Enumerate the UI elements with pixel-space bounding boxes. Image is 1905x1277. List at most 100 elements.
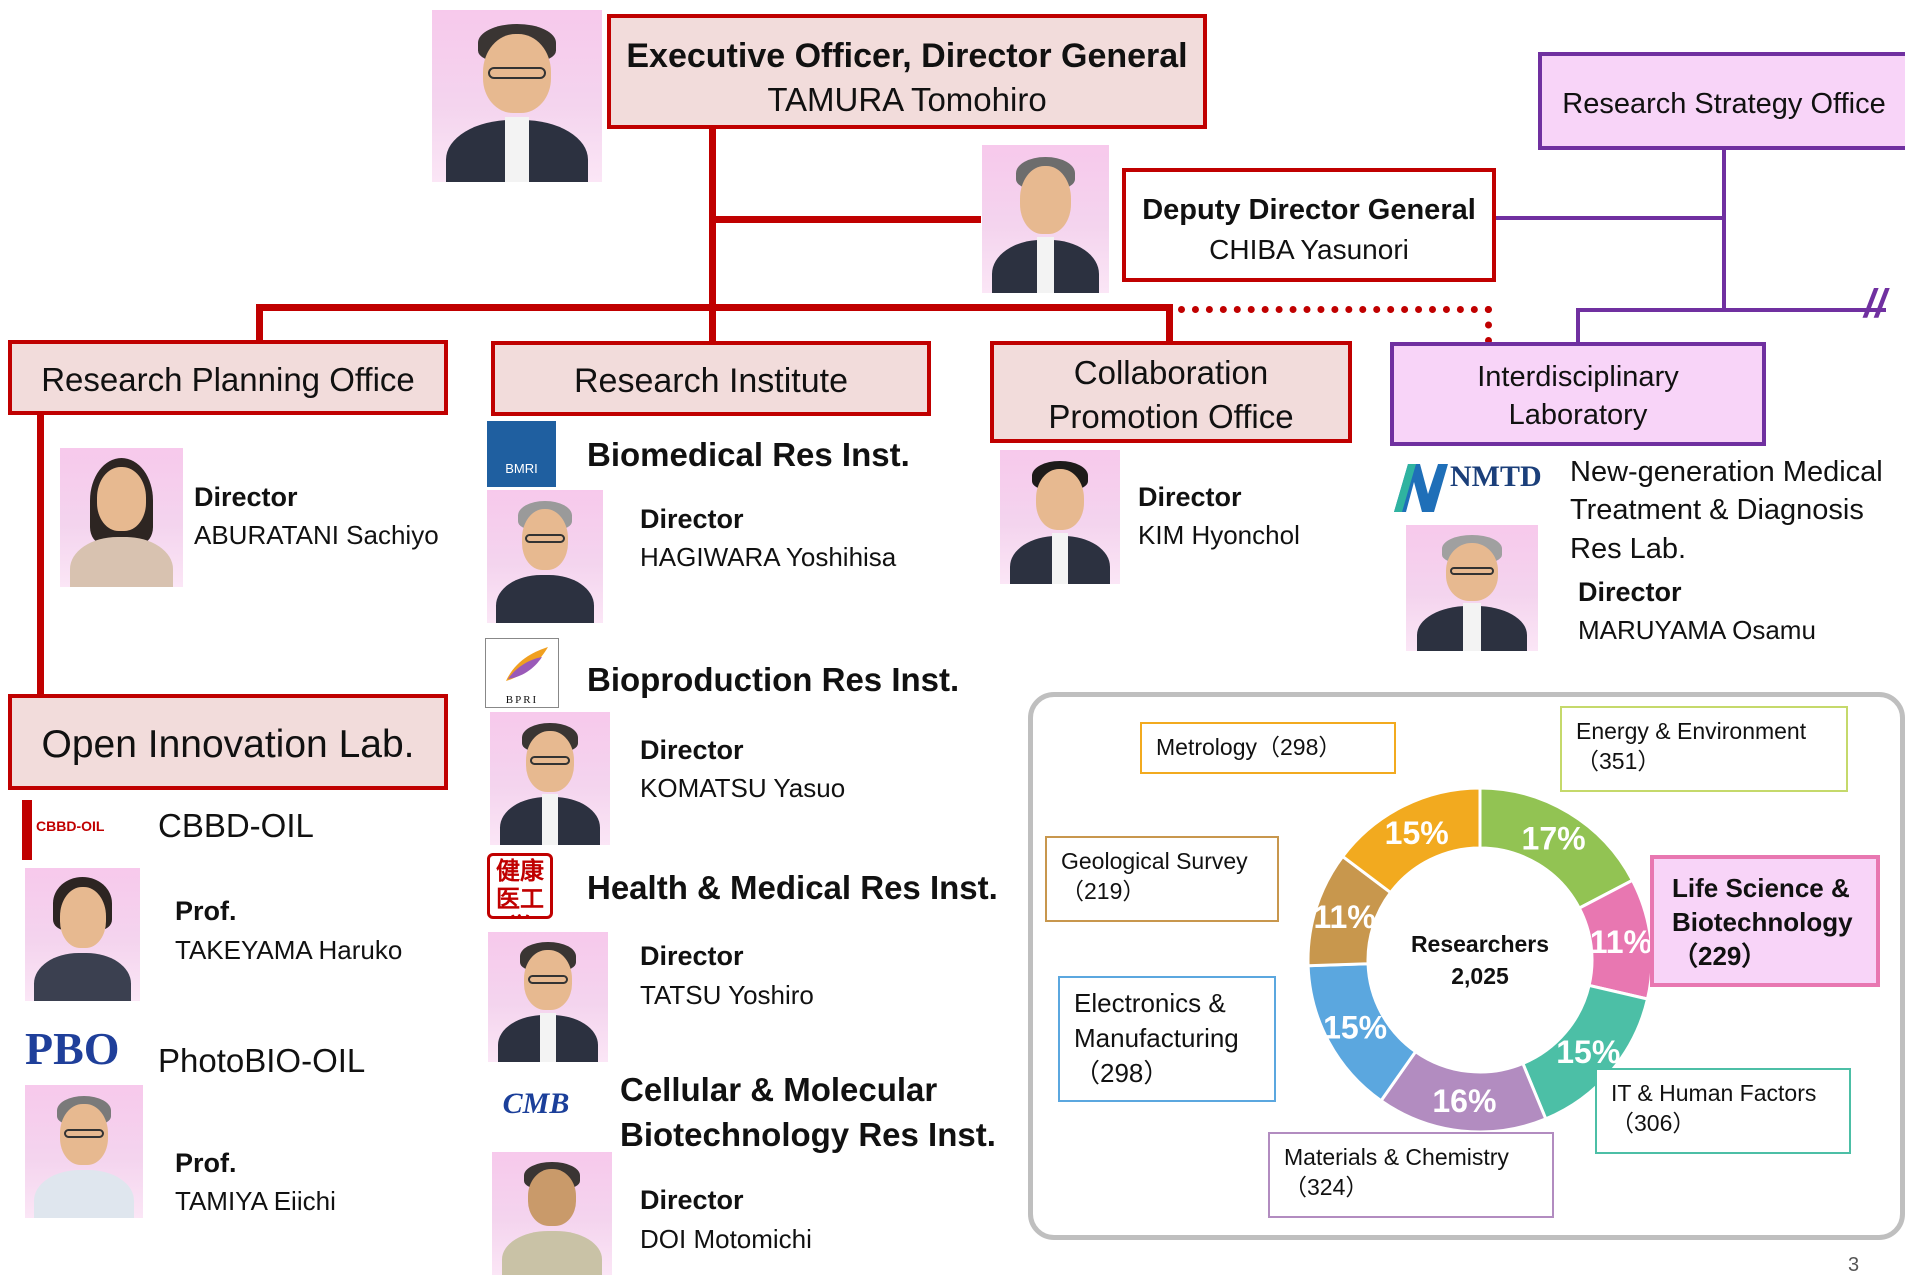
bioproduction-director-role: Director: [640, 735, 744, 765]
bmri-logo-text: BMRI: [505, 461, 538, 476]
body-shape: [34, 953, 131, 1001]
bpri-logo: BPRI: [485, 638, 559, 708]
donut-slice-percent: 15%: [1323, 1010, 1387, 1046]
deputy-title: Deputy Director General: [1142, 194, 1476, 226]
lab-name-cbbd-oil: CBBD-OIL: [158, 807, 314, 844]
legend-it-label: IT & Human Factors: [1611, 1080, 1817, 1106]
legend-electronics-label: Electronics &: [1074, 988, 1226, 1018]
biomedical-director-name: HAGIWARA Yoshihisa: [640, 542, 897, 572]
institute-name-cellular-molecular-2: Biotechnology Res Inst.: [620, 1116, 996, 1153]
bpri-logo-text: BPRI: [505, 694, 539, 706]
cbbd-oil-logo-text: CBBD-OIL: [36, 818, 105, 834]
research-strategy-office-box: Research Strategy Office: [1538, 52, 1905, 150]
donut-slice-percent: 15%: [1385, 815, 1449, 851]
research-planning-office-box: Research Planning Office: [8, 340, 448, 415]
legend-electronics-label2: Manufacturing: [1074, 1023, 1239, 1053]
donut-slice-percent: 11%: [1590, 924, 1652, 960]
open-innovation-lab-label: Open Innovation Lab.: [41, 723, 415, 766]
health-medical-logo-text: 健康医工学: [496, 858, 544, 916]
head-shape: [1036, 468, 1084, 531]
legend-geological-label: Geological Survey: [1061, 848, 1248, 874]
interdisciplinary-label-line2: Laboratory: [1508, 399, 1648, 431]
page-number: 3: [1848, 1254, 1860, 1276]
institute-name-cellular-molecular-1: Cellular & Molecular: [620, 1071, 938, 1108]
dotted-connector-vertical: [1485, 306, 1492, 344]
interdisciplinary-director-role: Director: [1578, 577, 1682, 607]
glasses-shape: [1449, 566, 1495, 576]
research-institute-box: Research Institute: [491, 341, 931, 416]
connector-deputy-strategy: [1494, 216, 1726, 220]
donut-center-total: 2,025: [1451, 963, 1509, 989]
head-shape: [59, 886, 106, 948]
planning-director-role: Director: [194, 482, 298, 512]
researchers-donut-chart: 17%11%15%16%15%11%15% Researchers 2,025: [1306, 786, 1654, 1134]
head-shape: [1020, 165, 1071, 234]
shirt-shape: [539, 1012, 557, 1062]
cbbd-oil-prof-role: Prof.: [175, 896, 237, 926]
nmtd-lab-name-line2: Treatment & Diagnosis: [1570, 494, 1864, 526]
interdisciplinary-director-name: MARUYAMA Osamu: [1578, 615, 1816, 645]
bioproduction-director-name: KOMATSU Yasuo: [640, 773, 846, 803]
photobio-oil-logo-text: PBO: [25, 1024, 120, 1074]
head-shape: [528, 1169, 576, 1226]
cellular-molecular-director-role: Director: [640, 1185, 744, 1215]
legend-electronics-manufacturing: Electronics & Manufacturing （298）: [1058, 976, 1276, 1102]
deputy-box: Deputy Director General CHIBA Yasunori: [1122, 168, 1496, 282]
shirt-shape: [541, 794, 559, 845]
planning-director-photo: [60, 448, 183, 587]
dotted-connector-horizontal: [1178, 306, 1492, 313]
open-innovation-lab-box: Open Innovation Lab.: [8, 694, 448, 790]
connector-interdisciplinary-down: [1576, 308, 1580, 344]
cellular-molecular-director-photo: [492, 1152, 612, 1275]
body-shape: [34, 1170, 134, 1218]
photobio-oil-prof-photo: [25, 1085, 143, 1218]
bioproduction-director-photo: [490, 712, 610, 845]
legend-geological-count: （219）: [1061, 878, 1146, 904]
donut-slice-percent: 11%: [1313, 899, 1375, 935]
donut-center-label: Researchers: [1411, 931, 1549, 957]
bmri-logo: BMRI: [487, 421, 556, 487]
glasses-shape: [527, 974, 569, 984]
legend-energy-label: Energy & Environment: [1576, 718, 1807, 744]
legend-materials-count: （324）: [1284, 1174, 1369, 1200]
nmtd-logo-text: NMTD: [1450, 460, 1542, 493]
planning-director-name: ABURATANI Sachiyo: [194, 520, 439, 550]
photobio-oil-prof-name: TAMIYA Eiichi: [175, 1186, 336, 1216]
collaboration-promotion-office-box: Collaboration Promotion Office: [990, 341, 1352, 443]
legend-metrology-label: Metrology: [1156, 734, 1257, 760]
glasses-shape: [488, 66, 546, 79]
donut-slice: [1340, 786, 1482, 895]
shirt-shape: [505, 116, 529, 182]
legend-materials-chemistry: Materials & Chemistry （324）: [1268, 1132, 1554, 1218]
cbbd-oil-prof-name: TAKEYAMA Haruko: [175, 935, 403, 965]
legend-it-count: （306）: [1611, 1110, 1696, 1136]
executive-photo: [432, 10, 602, 182]
shirt-shape: [1051, 533, 1069, 584]
legend-energy-environment: Energy & Environment （351）: [1560, 706, 1848, 792]
interdisciplinary-label-line1: Interdisciplinary: [1477, 361, 1679, 393]
glasses-shape: [525, 533, 565, 544]
health-medical-logo: 健康医工学: [487, 853, 553, 919]
donut-slices: [1306, 786, 1654, 1134]
legend-electronics-count: （298）: [1074, 1058, 1170, 1088]
lab-name-photobio-oil: PhotoBIO-OIL: [158, 1042, 366, 1079]
connector-strategy-down: [1722, 148, 1726, 310]
nmtd-logo: NMTD: [1390, 458, 1548, 518]
head-shape: [483, 34, 551, 114]
legend-materials-label: Materials & Chemistry: [1284, 1144, 1509, 1170]
collaboration-label-line1: Collaboration: [1073, 354, 1269, 391]
body-shape: [69, 536, 174, 587]
photobio-oil-prof-role: Prof.: [175, 1148, 237, 1178]
research-strategy-office-label: Research Strategy Office: [1562, 88, 1886, 120]
shirt-shape: [1462, 603, 1482, 651]
cbbd-oil-logo: CBBD-OIL: [22, 800, 118, 860]
connector-planning-down: [256, 304, 263, 344]
cellular-molecular-director-name: DOI Motomichi: [640, 1224, 812, 1254]
nmtd-n-icon: [1394, 464, 1448, 512]
deputy-name: CHIBA Yasunori: [1209, 234, 1409, 265]
research-institute-label: Research Institute: [573, 362, 849, 400]
collaboration-label-line2: Promotion Office: [1048, 398, 1294, 435]
cmb-logo: CMB: [488, 1087, 584, 1127]
executive-title: Executive Officer, Director General: [626, 37, 1188, 75]
health-medical-director-role: Director: [640, 941, 744, 971]
